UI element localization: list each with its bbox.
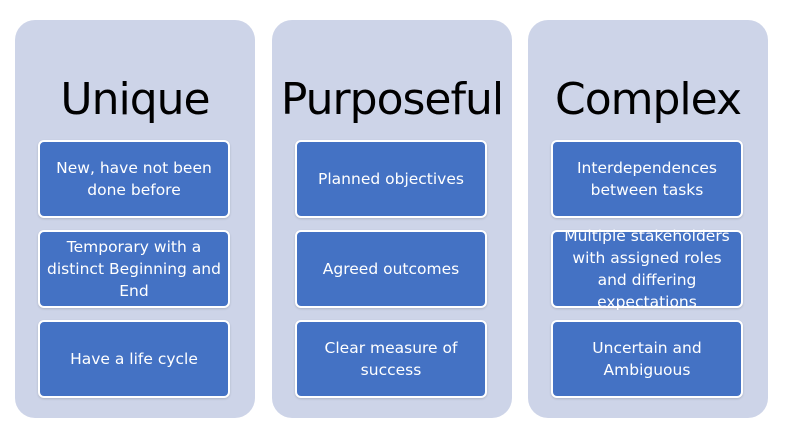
item-box: Uncertain and Ambiguous <box>551 320 743 398</box>
item-box: Interdependences between tasks <box>551 140 743 218</box>
column-title: Purposeful <box>280 74 504 125</box>
column-complex: Complex Interdependences between tasks M… <box>528 20 768 418</box>
item-box: Have a life cycle <box>38 320 230 398</box>
column-title: Complex <box>555 74 742 125</box>
column-purposeful: Purposeful Planned objectives Agreed out… <box>272 20 512 418</box>
item-box: New, have not been done before <box>38 140 230 218</box>
item-box: Clear measure of success <box>295 320 487 398</box>
item-box: Multiple stakeholders with assigned role… <box>551 227 743 311</box>
item-box: Temporary with a distinct Beginning and … <box>38 230 230 308</box>
column-title: Unique <box>60 74 210 125</box>
item-box: Agreed outcomes <box>295 230 487 308</box>
column-unique: Unique New, have not been done before Te… <box>15 20 255 418</box>
item-box: Planned objectives <box>295 140 487 218</box>
